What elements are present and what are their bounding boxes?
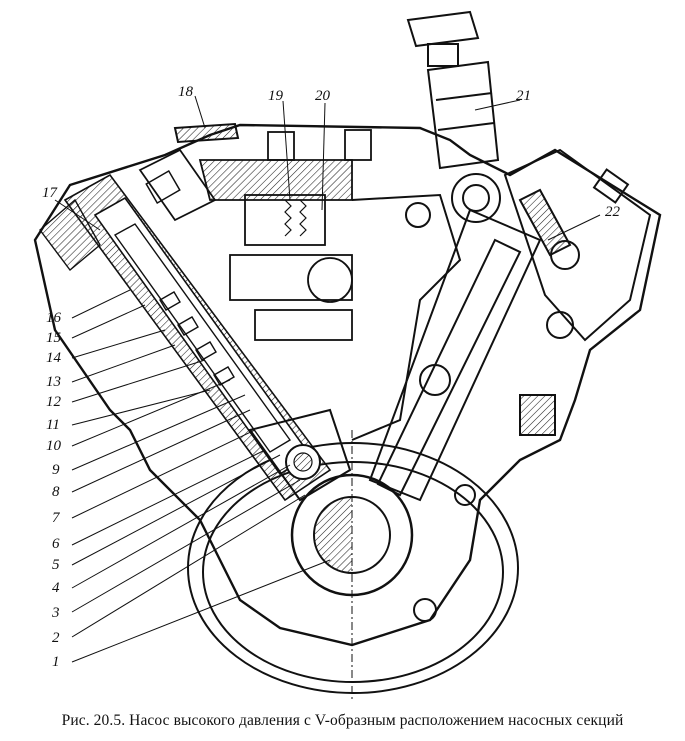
callout-9: 9	[52, 462, 60, 478]
caption-text: Насос высокого давления с V-образным рас…	[129, 712, 624, 729]
roller-tappet	[285, 444, 321, 480]
callout-17: 17	[42, 185, 59, 201]
callout-10: 10	[46, 438, 62, 454]
callout-15: 15	[46, 330, 62, 346]
control-lever	[173, 122, 240, 144]
figure-number: 20.5.	[93, 712, 126, 729]
callout-7: 7	[52, 510, 61, 526]
manual-primer-pump	[406, 10, 501, 223]
callout-22: 22	[605, 204, 621, 220]
right-pump-section	[351, 148, 652, 622]
callout-16: 16	[46, 310, 62, 326]
callout-18: 18	[178, 84, 194, 100]
pump-housing	[33, 123, 662, 647]
callout-14: 14	[46, 350, 62, 366]
callout-3: 3	[51, 605, 60, 621]
leader-lines	[54, 95, 601, 663]
callout-8: 8	[52, 484, 60, 500]
callout-11: 11	[46, 417, 60, 433]
pump-cross-section-drawing: 1 2 3 4 5 6 7 8 9 10 11 12 13 14 15 16 1…	[33, 10, 662, 700]
drive-flange	[187, 442, 519, 694]
callout-2: 2	[52, 630, 60, 646]
figure-caption: Рис. 20.5. Насос высокого давления с V-о…	[0, 712, 685, 734]
callout-21: 21	[516, 88, 531, 104]
governor-mechanism	[198, 129, 372, 341]
callout-5: 5	[52, 557, 60, 573]
callout-labels: 1 2 3 4 5 6 7 8 9 10 11 12 13 14 15 16 1…	[42, 84, 621, 670]
callout-19: 19	[268, 88, 284, 104]
callout-6: 6	[52, 536, 60, 552]
callout-12: 12	[46, 394, 62, 410]
callout-1: 1	[52, 654, 60, 670]
callout-4: 4	[52, 580, 60, 596]
left-pump-section	[39, 148, 352, 502]
caption-prefix: Рис.	[61, 712, 90, 729]
callout-13: 13	[46, 374, 61, 390]
camshaft-hub	[290, 430, 414, 700]
callout-20: 20	[315, 88, 331, 104]
